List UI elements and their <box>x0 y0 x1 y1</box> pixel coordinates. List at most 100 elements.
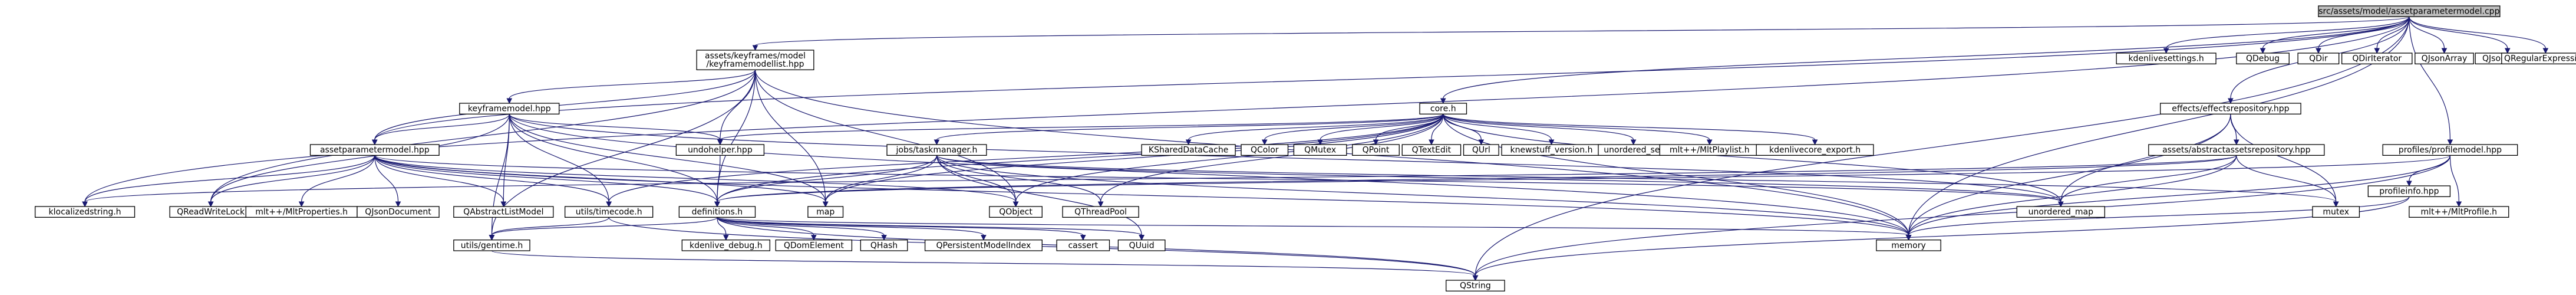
node-label: effects/effectsrepository.hpp <box>2172 104 2289 114</box>
node-label: mlt++/MltPlaylist.h <box>1670 146 1750 155</box>
node-undohelper[interactable]: undohelper.hpp <box>675 144 765 156</box>
node-map: map <box>807 206 844 218</box>
node-memory: memory <box>1876 240 1941 251</box>
edge-line <box>509 114 609 202</box>
node-box <box>459 103 560 114</box>
node-definitions[interactable]: definitions.h <box>678 206 756 218</box>
edge-jobs-to-unmap <box>936 155 2064 208</box>
node-box <box>675 144 765 156</box>
edge-arrowhead <box>1097 201 1104 208</box>
edge-line <box>936 155 1017 202</box>
edge-line <box>1908 114 2231 235</box>
node-assetparam[interactable]: assetparametermodel.hpp <box>309 144 440 156</box>
node-timecode[interactable]: utils/timecode.h <box>564 206 654 218</box>
edge-line <box>717 155 2237 202</box>
node-core[interactable]: core.h <box>1419 103 1467 114</box>
node-qmutex: QMutex <box>1293 144 1347 156</box>
edge-root-to-qregexp <box>2409 17 2549 54</box>
edge-assetparam-to-qabslist <box>374 155 507 208</box>
edge-line <box>936 155 1142 235</box>
node-label: keyframemodel.hpp <box>468 104 551 114</box>
edge-line <box>374 17 2410 140</box>
node-gentime[interactable]: utils/gentime.h <box>453 240 530 251</box>
node-label: jobs/taskmanager.h <box>896 146 978 155</box>
edge-kfmodel-to-qabslist <box>500 114 510 208</box>
node-label: QRegularExpression <box>2504 54 2576 64</box>
edge-gentime-to-qstring <box>491 250 1479 281</box>
edge-arrowhead <box>2374 48 2380 54</box>
edge-root-to-qjsonobject <box>2409 17 2511 54</box>
edge-root-to-kfmlist <box>752 16 2410 51</box>
edge-line <box>717 217 984 236</box>
node-label: cassert <box>1068 241 1098 250</box>
edge-arrowhead <box>1812 139 1818 146</box>
edge-profileinfo-to-qstring <box>1472 196 2410 281</box>
node-cassert: cassert <box>1056 240 1110 251</box>
edge-arrowhead <box>752 45 758 51</box>
edge-line <box>1443 113 1816 140</box>
node-kfmlist[interactable]: assets/keyframes/model/keyframemodellist… <box>696 50 814 70</box>
edge-line <box>509 114 721 140</box>
node-box <box>34 206 136 218</box>
node-unmap: unordered_map <box>2016 206 2105 218</box>
node-label: QUrl <box>1472 146 1490 155</box>
node-abstractasset[interactable]: assets/abstractassetsrepository.hpp <box>2148 144 2325 156</box>
edge-assetparam-to-qjsondoc <box>374 155 401 208</box>
node-box <box>453 240 530 251</box>
node-profmodel[interactable]: profiles/profilemodel.hpp <box>2382 144 2518 156</box>
node-box <box>681 240 770 251</box>
edge-line <box>720 70 756 140</box>
node-label: core.h <box>1430 104 1456 114</box>
edge-line <box>717 217 1084 236</box>
edge-line <box>754 70 1017 202</box>
node-label: KSharedDataCache <box>1149 146 1228 155</box>
edge-line <box>608 114 1444 202</box>
edge-core-to-knewstuff <box>1443 114 1555 146</box>
node-effrepo[interactable]: effects/effectsrepository.hpp <box>2160 103 2301 114</box>
edge-profmodel-to-mltprofile <box>2449 155 2462 208</box>
node-label: QObject <box>999 208 1033 217</box>
node-label: QDirIterator <box>2352 54 2402 64</box>
node-root[interactable]: src/assets/model/assetparametermodel.cpp <box>2318 5 2501 17</box>
edge-arrowhead <box>207 201 214 208</box>
edge-arrowhead <box>2456 201 2462 208</box>
node-box <box>1352 144 1400 156</box>
node-layer: src/assets/model/assetparametermodel.cpp… <box>34 5 2576 291</box>
edge-definitions-to-kdenlivedebug <box>717 217 729 241</box>
edge-line <box>374 155 399 202</box>
edge-root-to-profmodel <box>2409 17 2453 146</box>
node-kfmodel[interactable]: keyframemodel.hpp <box>459 103 560 114</box>
node-box <box>1463 144 1499 156</box>
node-kdcoreexp[interactable]: kdenlivecore_export.h <box>1756 144 1874 156</box>
edge-line <box>1015 114 1444 202</box>
edge-line <box>717 155 2451 202</box>
node-qpersist: QPersistentModelIndex <box>924 240 1043 251</box>
node-qregexp: QRegularExpression <box>2501 53 2576 64</box>
edge-line <box>1320 114 1444 140</box>
node-box <box>2236 53 2290 64</box>
edge-arrowhead <box>2447 139 2453 146</box>
edge-root-to-core <box>1440 17 2410 104</box>
edge-core-to-qcolor <box>1261 114 1444 146</box>
node-qthreadpool: QThreadPool <box>1062 206 1139 218</box>
node-profileinfo[interactable]: profileinfo.hpp <box>2367 185 2451 197</box>
node-label: src/assets/model/assetparametermodel.cpp <box>2318 7 2499 17</box>
edge-assetparam-to-definitions <box>374 155 720 208</box>
node-jobs[interactable]: jobs/taskmanager.h <box>886 144 987 156</box>
edge-jobs-to-qobject <box>936 155 1019 208</box>
node-qcolor: QColor <box>1241 144 1289 156</box>
edge-abstractasset-to-unmap <box>2057 155 2237 208</box>
edge-line <box>717 217 885 236</box>
node-label: QJsonArray <box>2422 54 2468 64</box>
edge-assetparam-to-qreadwritelock <box>207 155 375 208</box>
edge-arrowhead <box>1472 275 1479 281</box>
edge-line <box>374 70 756 140</box>
node-qabslist: QAbstractListModel <box>453 206 554 218</box>
edge-line <box>717 217 1909 236</box>
node-box <box>2415 53 2474 64</box>
edge-line <box>2449 155 2459 202</box>
node-box <box>2312 206 2360 218</box>
edge-line <box>374 155 718 202</box>
node-qobject: QObject <box>989 206 1043 218</box>
node-box <box>309 144 440 156</box>
